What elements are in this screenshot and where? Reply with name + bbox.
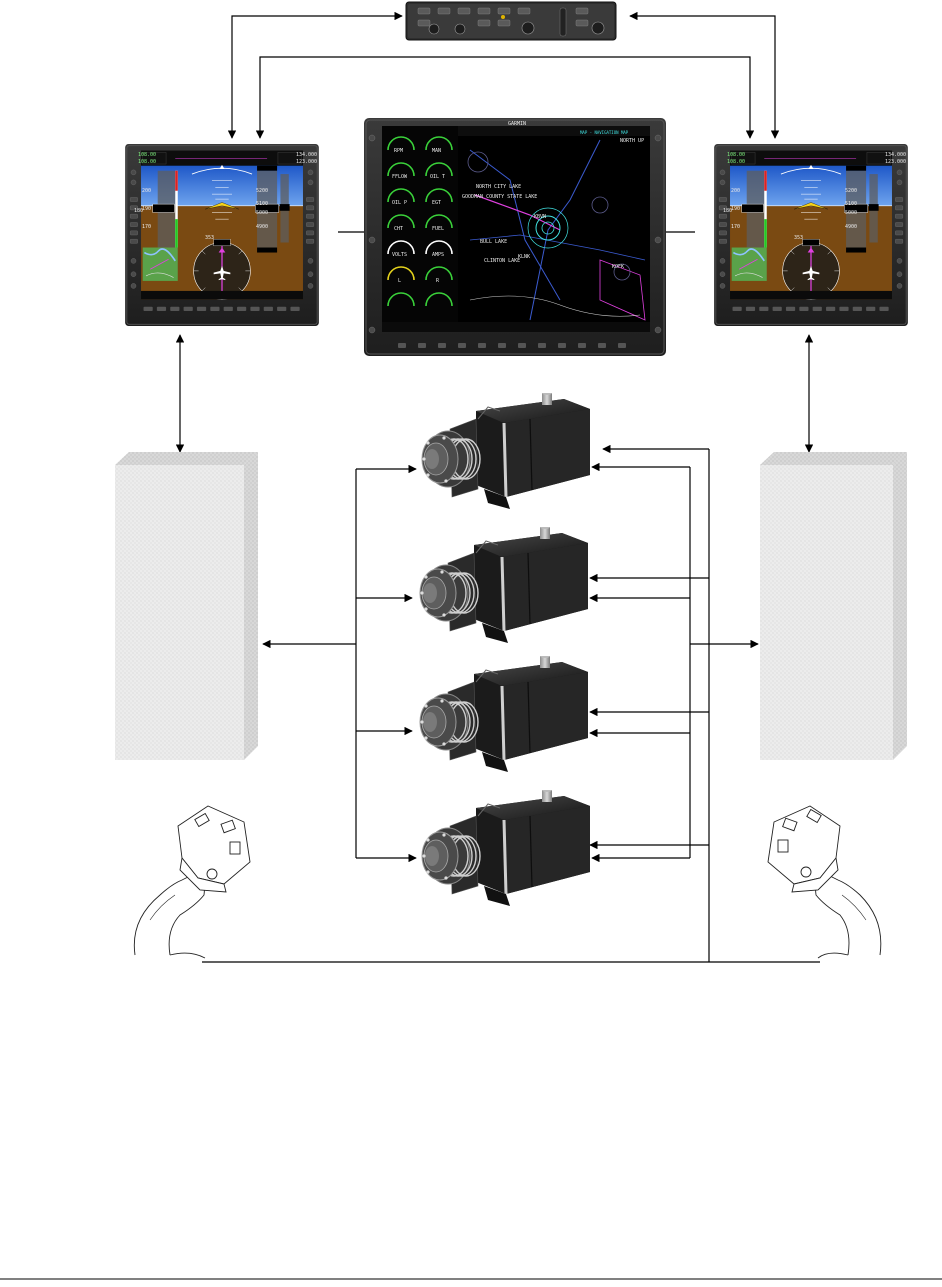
left-pfd-com2: 123.000: [296, 159, 317, 165]
crs2-knob: [592, 22, 604, 34]
mfd-gauge-label: VOLTS: [392, 252, 407, 258]
left-pfd-alt-tick: 5200: [256, 188, 268, 194]
mfd-map-label: CLINTON LAKE: [484, 258, 520, 264]
servo-actuator: [420, 525, 588, 643]
mfd-display: RPM MAN FFLOW OIL T OIL P EGT CHT FUEL V…: [364, 118, 666, 356]
servo-actuators: [420, 391, 590, 906]
left-pfd-alt-tick: 5100: [256, 201, 268, 207]
right-pfd-nav2: 108.00: [727, 159, 745, 165]
right-pfd-heading: 353: [794, 235, 803, 241]
left-pfd-alt-tick: 5000: [256, 210, 268, 216]
left-pfd-ias-tick: 170: [142, 224, 151, 230]
mfd-north-up: NORTH UP: [620, 138, 644, 144]
right-pfd-alt-tick: 5200: [845, 188, 857, 194]
servo-actuator: [422, 391, 590, 509]
ap-button: [478, 20, 490, 26]
hdg-knob: [429, 24, 439, 34]
mfd-gauge-label: L: [398, 278, 401, 284]
mfd-gauge-label: MAN: [432, 148, 441, 154]
mfd-map-label: BULL LAKE: [480, 239, 507, 245]
crs1-knob: [455, 24, 465, 34]
left-computer-unit: [115, 452, 258, 760]
right-pfd-display: 353 134.000 123.000 108.00 108.00 200 19…: [714, 144, 908, 326]
ap-button: [418, 20, 430, 26]
left-control-wheel: [134, 806, 250, 958]
right-pfd-com2: 123.000: [885, 159, 906, 165]
left-pfd-ias-tick: 180: [134, 208, 143, 214]
mfd-page-title: MAP - NAVIGATION MAP: [580, 130, 629, 135]
ap-button: [478, 8, 490, 14]
left-pfd-nav1: 108.00: [138, 152, 156, 158]
ap-button: [576, 8, 588, 14]
mfd-map-label: KOFK: [612, 264, 624, 270]
alt-knob: [522, 22, 534, 34]
right-pfd-ias-tick: 180: [723, 208, 732, 214]
ap-button: [438, 8, 450, 14]
ap-button: [458, 8, 470, 14]
right-control-wheel: [768, 806, 881, 958]
right-pfd-nav1: 108.00: [727, 152, 745, 158]
right-computer-unit: [760, 452, 907, 760]
mfd-gauge-label: FFLOW: [392, 174, 408, 180]
ap-button: [418, 8, 430, 14]
mfd-gauge-label: EGT: [432, 200, 441, 206]
right-pfd-com1: 134.000: [885, 152, 906, 158]
right-pfd-ias-tick: 170: [731, 224, 740, 230]
mfd-gauge-label: CHT: [394, 226, 403, 232]
left-pfd-display: 353 134.000 123.000 108.00 108.00 200 19…: [125, 144, 319, 326]
mfd-gauge-label: OIL P: [392, 200, 407, 206]
left-pfd-ias-tick: 200: [142, 188, 151, 194]
left-pfd-com1: 134.000: [296, 152, 317, 158]
mfd-map-label: NORTH CITY LAKE: [476, 184, 521, 190]
ap-button: [518, 8, 530, 14]
right-pfd-ias-tick: 190: [731, 206, 740, 212]
left-pfd-alt-tick: 4900: [256, 224, 268, 230]
servo-actuator: [422, 788, 590, 906]
mfd-brand: GARMIN: [508, 121, 526, 127]
mfd-map-label: GOODMAN COUNTY STATE LAKE: [462, 194, 537, 200]
mfd-gauge-label: AMPS: [432, 252, 444, 258]
right-pfd-alt-tick: 5100: [845, 201, 857, 207]
servo-actuator: [420, 654, 588, 772]
mfd-gauge-label: FUEL: [432, 226, 444, 232]
left-pfd-ias-tick: 190: [142, 206, 151, 212]
autopilot-control-panel: [406, 2, 616, 40]
ap-button: [576, 20, 588, 26]
left-pfd-nav2: 108.00: [138, 159, 156, 165]
mfd-gauge-label: OIL T: [430, 174, 445, 180]
ap-button: [498, 8, 510, 14]
left-pfd-heading: 353: [205, 235, 214, 241]
ap-button: [498, 20, 510, 26]
mfd-gauge-label: RPM: [394, 148, 403, 154]
right-pfd-ias-tick: 200: [731, 188, 740, 194]
nose-up-dn-wheel: [560, 8, 566, 36]
mfd-map-label: KBVN: [534, 214, 546, 220]
right-pfd-alt-tick: 4900: [845, 224, 857, 230]
right-pfd-alt-tick: 5000: [845, 210, 857, 216]
